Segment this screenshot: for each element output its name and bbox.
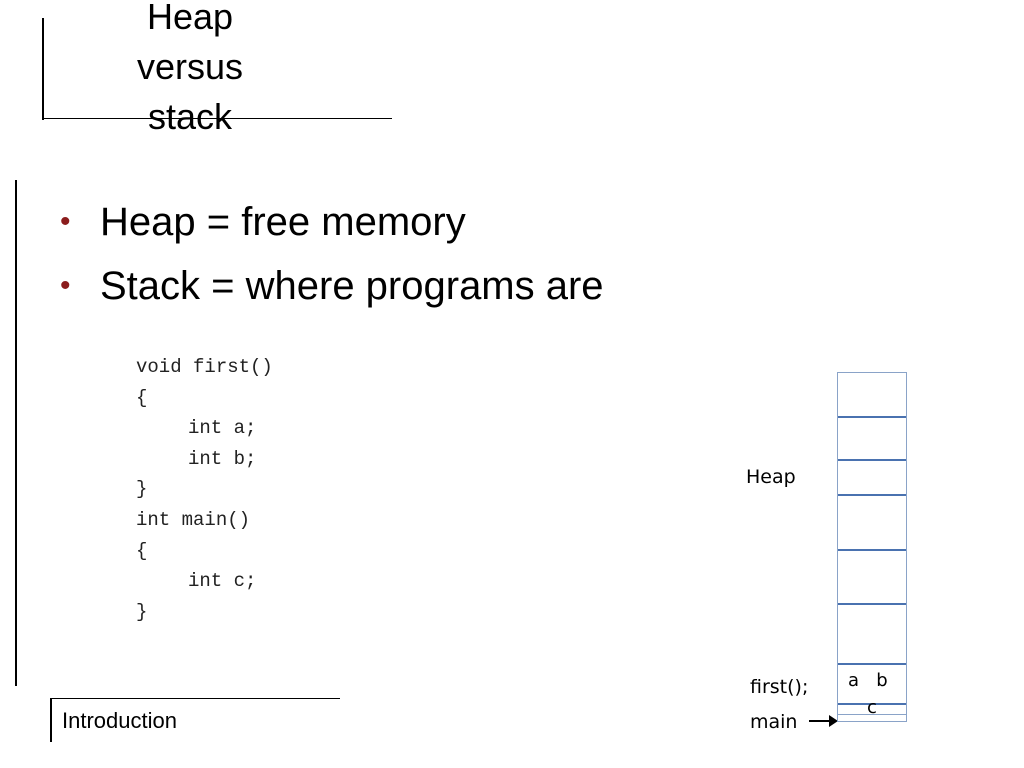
footer-left-rule — [50, 698, 52, 742]
bullet-dot-icon: • — [60, 205, 71, 238]
code-line: int a; — [188, 417, 257, 440]
memory-slot-divider — [838, 714, 906, 715]
code-line: int main() — [136, 508, 251, 531]
right-arrow-icon — [809, 715, 838, 727]
code-line: { — [136, 539, 148, 562]
memory-slot-divider — [838, 703, 906, 705]
code-line: int c; — [188, 570, 257, 593]
memory-slot-divider — [838, 549, 906, 551]
content-left-rule — [15, 180, 17, 686]
code-line: void first() — [136, 356, 273, 378]
memory-slot-divider — [838, 494, 906, 496]
footer-top-rule — [50, 698, 340, 699]
first-call-label: first(); — [750, 676, 809, 698]
slide-title: Heap versus stack — [95, 0, 285, 142]
memory-slot-divider — [838, 603, 906, 605]
title-line-1: Heap — [146, 0, 234, 37]
bullet-item: • Stack = where programs are — [60, 254, 604, 318]
memory-stack: a b c — [837, 372, 907, 722]
memory-slot-divider — [838, 663, 906, 665]
bullet-list: • Heap = free memory • Stack = where pro… — [60, 190, 604, 318]
bullet-text: Stack = where programs are — [100, 264, 604, 308]
title-line-2: versus — [136, 46, 244, 87]
bullet-text: Heap = free memory — [100, 200, 466, 244]
main-frame-cell: c — [867, 697, 877, 718]
memory-slot-divider — [838, 416, 906, 418]
heap-label: Heap — [746, 466, 796, 488]
first-frame-cells: a b — [848, 670, 888, 691]
bullet-dot-icon: • — [60, 269, 71, 302]
code-block: void first() { int a; int b; } int main(… — [136, 352, 273, 627]
code-line: } — [136, 600, 148, 623]
footer-section-label: Introduction — [62, 708, 177, 733]
code-line: { — [136, 386, 148, 409]
main-label: main — [750, 711, 798, 733]
bullet-item: • Heap = free memory — [60, 190, 604, 254]
code-line: int b; — [188, 447, 257, 470]
title-left-rule — [42, 18, 44, 120]
title-line-3: stack — [147, 96, 233, 137]
memory-slot-divider — [838, 459, 906, 461]
code-line: } — [136, 478, 148, 501]
title-bottom-rule — [42, 118, 392, 119]
